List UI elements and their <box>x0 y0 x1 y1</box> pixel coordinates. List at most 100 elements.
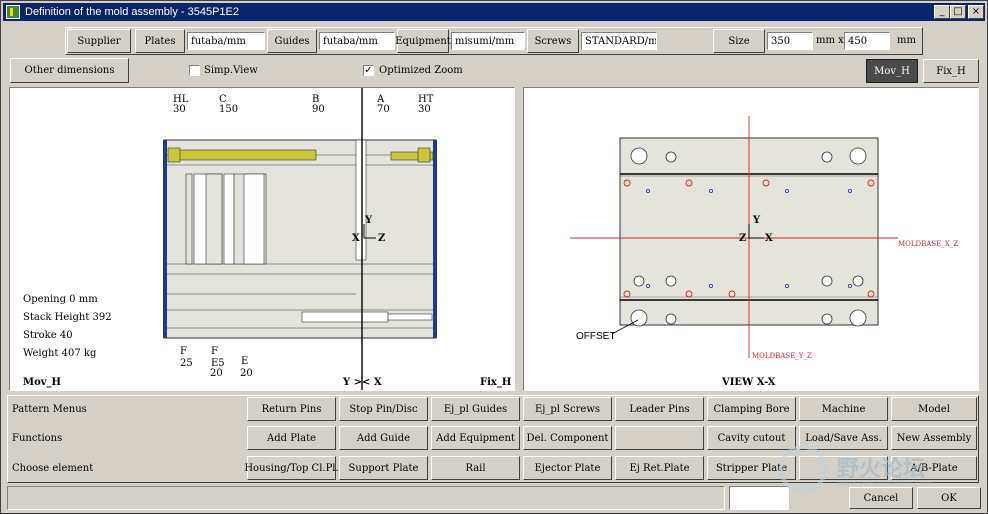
dim-c-name: C <box>219 94 227 105</box>
plates-button[interactable]: Plates <box>135 29 185 53</box>
size-button[interactable]: Size <box>713 29 765 53</box>
dim-e5-name: E5 <box>211 358 225 369</box>
supplier-toolbar <box>65 27 923 55</box>
empty-function-button[interactable] <box>615 426 704 450</box>
stop-pin-disc-button[interactable]: Stop Pin/Disc <box>339 397 428 421</box>
dim-a-value: 70 <box>377 104 390 115</box>
status-input[interactable] <box>729 486 789 510</box>
equipment-button[interactable]: Equipment <box>395 29 451 53</box>
app-icon <box>6 5 20 19</box>
optimized-zoom-checkbox[interactable]: ✓ <box>363 65 374 76</box>
ejector-plate-button[interactable]: Ejector Plate <box>523 456 612 480</box>
simp-view-checkbox[interactable] <box>189 65 200 76</box>
caption-mov-h: Mov_H <box>23 377 61 388</box>
guides-button[interactable]: Guides <box>267 29 317 53</box>
watermark-logo <box>779 445 827 493</box>
cancel-button[interactable]: Cancel <box>849 487 913 509</box>
rail-button[interactable]: Rail <box>431 456 520 480</box>
ej-pl-screws-button[interactable]: Ej_pl Screws <box>523 397 612 421</box>
plan-axis-x-label: X <box>765 233 773 244</box>
axis-x-label: X <box>352 233 360 244</box>
status-bar <box>7 486 725 510</box>
size-mm-label: mm <box>897 35 916 46</box>
title-bar: Definition of the mold assembly - 3545P1… <box>3 3 985 21</box>
dim-hl-value: 30 <box>173 104 186 115</box>
add-plate-button[interactable]: Add Plate <box>247 426 336 450</box>
a-b-plate-button[interactable]: A/B-Plate <box>891 456 977 480</box>
fix-h-button[interactable]: Fix_H <box>923 59 979 83</box>
dim-c-value: 150 <box>219 104 239 115</box>
caption-view-x-x: VIEW X-X <box>722 377 776 388</box>
axis-y-label: Y <box>365 215 373 226</box>
moldbase-yz-label: MOLDBASE_Y_Z <box>752 352 812 360</box>
dim-f-name: F <box>180 346 187 357</box>
row-label-pattern-menus: Pattern Menus <box>12 404 87 415</box>
housing-top-cl-pl-button[interactable]: Housing/Top Cl.Pl. <box>244 456 339 480</box>
dim-e-name: E <box>241 356 249 367</box>
mov-h-button[interactable]: Mov_H <box>866 59 918 83</box>
plan-view-panel[interactable]: Y Z X MOLDBASE_X_Z MOLDBASE_Y_Z OFFSET V… <box>523 87 979 391</box>
leader-pins-button[interactable]: Leader Pins <box>615 397 704 421</box>
dim-b-value: 90 <box>312 104 325 115</box>
size-y-field[interactable]: 450 <box>844 32 890 50</box>
equipment-supplier-field[interactable]: misumi/mm <box>451 32 525 50</box>
mold-plan-drawing <box>570 116 898 358</box>
return-pins-button[interactable]: Return Pins <box>247 397 336 421</box>
dim-ht-value: 30 <box>418 104 431 115</box>
ej-pl-guides-button[interactable]: Ej_pl Guides <box>431 397 520 421</box>
size-x-field[interactable]: 350 <box>767 32 813 50</box>
plan-axis-z-label: Z <box>739 233 747 244</box>
size-mm-x-label: mm x <box>816 35 844 46</box>
close-button[interactable]: × <box>968 5 984 19</box>
watermark-url: www.yehuowildfire.com <box>837 479 932 488</box>
plates-supplier-field[interactable]: futaba/mm <box>187 32 265 50</box>
ej-ret-plate-button[interactable]: Ej Ret.Plate <box>615 456 704 480</box>
section-view-panel[interactable]: HL 30 C 150 B 90 A 70 HT 30 Y X Z Openin… <box>9 87 515 391</box>
dim-f-value: 25 <box>180 358 193 369</box>
mold-section-drawing <box>163 88 437 390</box>
watermark-text: 野火论坛 <box>837 457 926 482</box>
supplier-button[interactable]: Supplier <box>67 29 131 53</box>
offset-label: OFFSET <box>576 331 616 342</box>
other-dimensions-button[interactable]: Other dimensions <box>10 58 129 83</box>
del-component-button[interactable]: Del. Component <box>523 426 612 450</box>
menu-grid <box>7 395 979 483</box>
guides-supplier-field[interactable]: futaba/mm <box>319 32 395 50</box>
support-plate-button[interactable]: Support Plate <box>339 456 428 480</box>
moldbase-xz-label: MOLDBASE_X_Z <box>898 240 959 248</box>
ok-button[interactable]: OK <box>917 487 981 509</box>
dim-hl-name: HL <box>173 94 189 105</box>
row-label-functions: Functions <box>12 433 63 444</box>
screws-button[interactable]: Screws <box>527 29 579 53</box>
load-save-assembly-button[interactable]: Load/Save Ass. <box>799 426 888 450</box>
maximize-button[interactable]: □ <box>950 5 966 19</box>
optimized-zoom-label: Optimized Zoom <box>379 65 463 76</box>
dim-f2-name: F <box>211 346 218 357</box>
add-guide-button[interactable]: Add Guide <box>339 426 428 450</box>
row-label-choose-element: Choose element <box>12 463 94 474</box>
dim-e5-value: 20 <box>210 368 223 379</box>
dim-b-name: B <box>312 94 320 105</box>
weight-info: Weight 407 kg <box>23 348 97 359</box>
machine-button[interactable]: Machine <box>799 397 888 421</box>
minimize-button[interactable]: _ <box>934 5 950 19</box>
opening-info: Opening 0 mm <box>23 294 98 305</box>
screws-supplier-field[interactable]: STANDARD/mm <box>581 32 657 50</box>
dim-ht-name: HT <box>418 94 434 105</box>
model-button[interactable]: Model <box>891 397 977 421</box>
simp-view-label: Simp.View <box>204 65 258 76</box>
stack-height-info: Stack Height 392 <box>23 312 112 323</box>
axis-z-label: Z <box>378 233 386 244</box>
dim-e-value: 20 <box>240 368 253 379</box>
cavity-cutout-button[interactable]: Cavity cutout <box>707 426 796 450</box>
window-title: Definition of the mold assembly - 3545P1… <box>25 6 240 18</box>
stroke-info: Stroke 40 <box>23 330 73 341</box>
plan-axis-y-label: Y <box>753 215 761 226</box>
clamping-bore-button[interactable]: Clamping Bore <box>707 397 796 421</box>
add-equipment-button[interactable]: Add Equipment <box>431 426 520 450</box>
caption-fix-h: Fix_H <box>480 377 512 388</box>
caption-y-x: Y >< X <box>343 377 382 388</box>
new-assembly-button[interactable]: New Assembly <box>891 426 977 450</box>
dim-a-name: A <box>377 94 385 105</box>
